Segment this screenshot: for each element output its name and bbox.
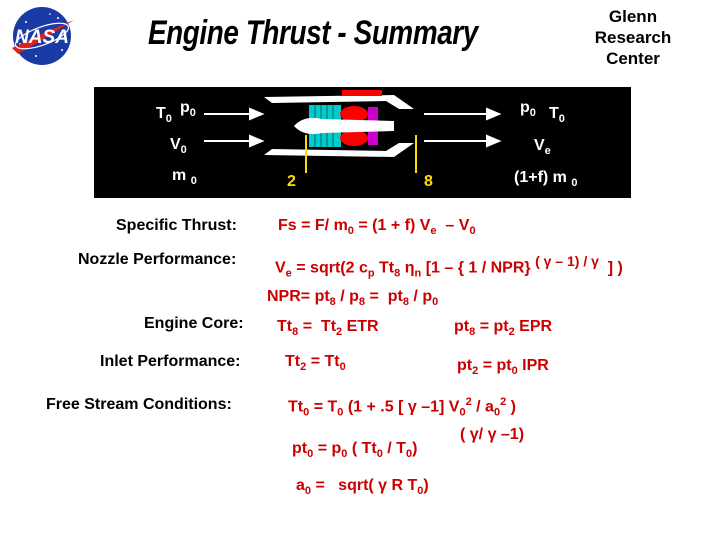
org-line-1: Glenn — [608, 7, 658, 26]
inlet-pressure-equation: pt2 = pt0 IPR — [457, 357, 549, 378]
outflow-arrows — [424, 107, 502, 148]
inlet-performance-label: Inlet Performance: — [100, 353, 241, 370]
total-pressure-equation: pt0 = p0 ( Tt0 / T0) — [292, 440, 418, 461]
nozzle-velocity-equation: Ve = sqrt(2 cp Tt8 ηn [1 – { 1 / NPR} ( … — [275, 253, 623, 280]
engine-drawing — [204, 90, 502, 173]
free-stream-pressure-label: p0 — [180, 99, 196, 120]
inflow-arrows — [204, 107, 265, 148]
station-2-label: 2 — [287, 173, 296, 190]
exit-massflow-label: (1+f) m 0 — [514, 169, 578, 190]
org-line-3: Center — [606, 49, 660, 68]
specific-thrust-label: Specific Thrust: — [116, 217, 237, 234]
specific-thrust-equation: Fs = F/ m0 = (1 + f) Ve – V0 — [278, 217, 476, 238]
logo-text: NASA — [15, 27, 69, 48]
free-stream-velocity-label: V0 — [170, 136, 187, 157]
station-8-label: 8 — [424, 173, 433, 190]
free-stream-massflow-label: m 0 — [172, 167, 197, 188]
free-stream-temp-label: T0 — [156, 105, 172, 126]
npr-equation: NPR= pt8 / p8 = pt8 / p0 — [267, 288, 439, 309]
core-pressure-equation: pt8 = pt2 EPR — [454, 318, 553, 339]
inlet-temperature-equation: Tt2 = Tt0 — [285, 353, 346, 374]
engine-diagram: T0 p0 V0 m 0 2 8 p0 T0 Ve (1+f) m 0 — [94, 87, 631, 198]
free-stream-conditions-label: Free Stream Conditions: — [46, 396, 232, 413]
total-pressure-exponent: ( γ/ γ –1) — [460, 426, 525, 443]
speed-of-sound-equation: a0 = sqrt( γ R T0) — [296, 477, 429, 498]
exit-temp-label: T0 — [549, 105, 565, 126]
nasa-logo: NASA — [6, 4, 78, 68]
org-name: Glenn Research Center — [578, 6, 688, 69]
engine-core-label: Engine Core: — [144, 315, 244, 332]
page-title: Engine Thrust - Summary — [148, 14, 478, 52]
total-temperature-equation: Tt0 = T0 (1 + .5 [ γ –1] V02 / a02 ) — [288, 396, 516, 419]
org-line-2: Research — [594, 28, 672, 47]
exit-velocity-label: Ve — [534, 137, 551, 158]
exit-pressure-label: p0 — [520, 99, 536, 120]
core-temperature-equation: Tt8 = Tt2 ETR — [277, 318, 379, 339]
nozzle-performance-label: Nozzle Performance: — [78, 251, 237, 268]
